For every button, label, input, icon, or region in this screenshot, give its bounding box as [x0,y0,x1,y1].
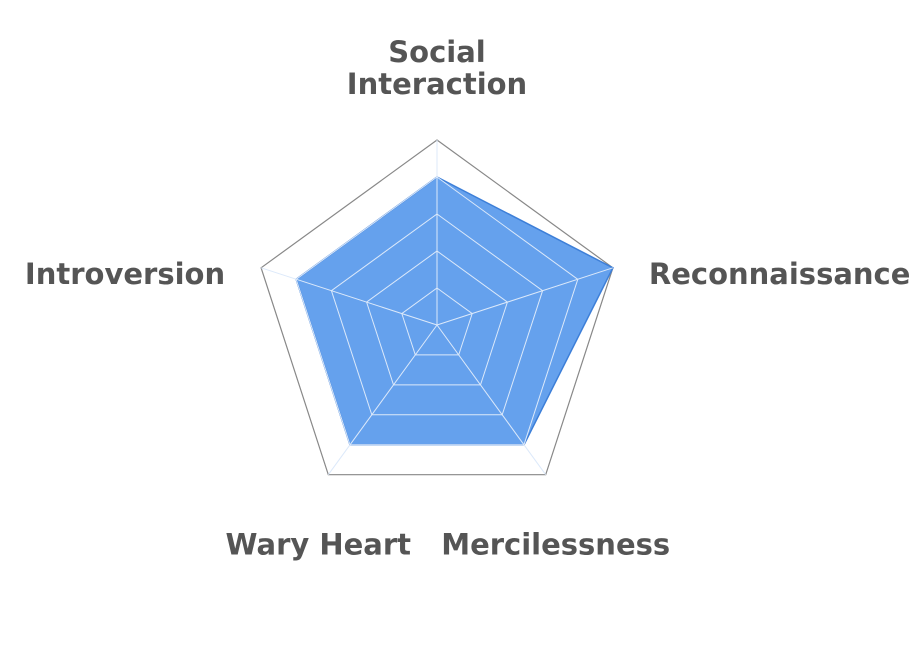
radar-spoke [436,267,614,326]
radar-grid-ring [401,287,473,356]
radar-grid-ring [330,213,544,416]
axis-label-line: Social [388,35,485,69]
axis-label-line: Introversion [25,257,225,291]
radar-grid-ring [366,250,508,386]
radar-series-area [295,176,614,446]
axis-label-line: Wary Heart [226,528,412,562]
radar-outer-frame [260,139,614,476]
axis-label: Wary Heart [226,528,412,562]
radar-grid-ring [295,176,579,446]
radar-series [260,140,614,475]
radar-grid [260,139,614,476]
radar-spoke [327,324,438,475]
axis-label: Introversion [25,257,225,291]
axis-label-line: Reconnaissance [649,257,911,291]
radar-spoke [436,324,547,475]
radar-spoke [260,267,438,326]
axis-label: Mercilessness [441,528,670,562]
axis-label: Reconnaissance [649,257,911,291]
axis-label-line: Interaction [347,67,527,101]
axis-label-line: Mercilessness [441,528,670,562]
